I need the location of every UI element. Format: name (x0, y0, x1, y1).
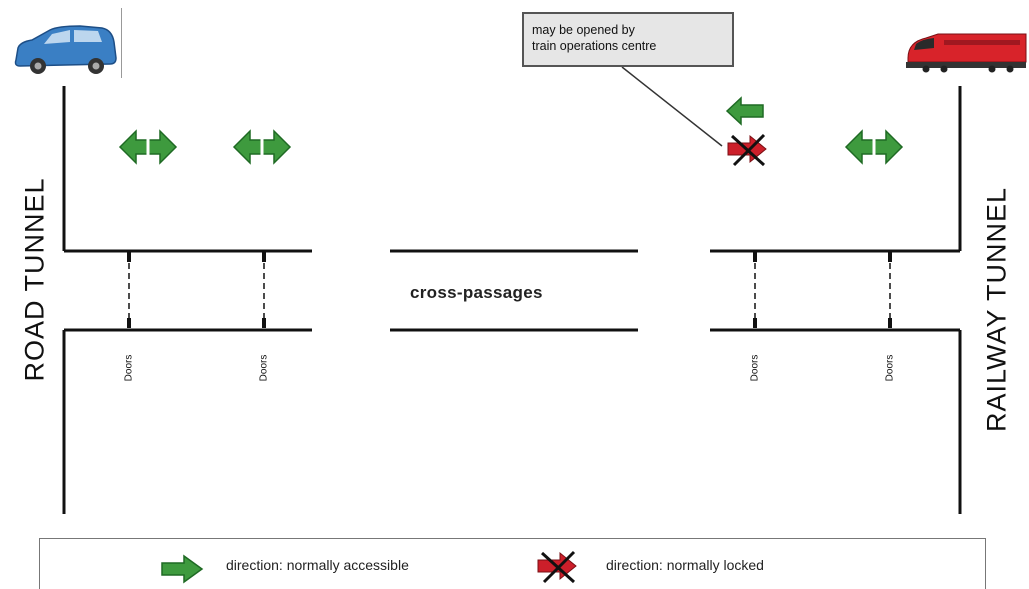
door-post-1a (127, 252, 131, 262)
door-post-4a (888, 252, 892, 262)
cross-passages-label: cross-passages (410, 283, 543, 302)
road-tunnel-label: ROAD TUNNEL (19, 177, 50, 382)
door-label: Doors (258, 354, 270, 382)
door-post-1b (127, 318, 131, 328)
left-arrow-icon (725, 96, 764, 126)
two-way-arrow-icon (232, 129, 292, 165)
door-post-2b (262, 318, 266, 328)
callout-line-2: train operations centre (532, 39, 657, 53)
locked-arrow-icon (537, 550, 577, 584)
car-divider (121, 8, 122, 78)
door-post-3b (753, 318, 757, 328)
legend-accessible-label: direction: normally accessible (226, 557, 409, 573)
door-label: Doors (123, 354, 135, 382)
car-icon (14, 25, 117, 74)
door-label: Doors (884, 354, 896, 382)
train-icon (906, 33, 1027, 73)
legend-locked-label: direction: normally locked (606, 557, 764, 573)
callout-box: may be opened by train operations centre (522, 12, 734, 67)
right-arrow-icon (161, 554, 204, 584)
legend-box: direction: normally accessible direction… (39, 538, 986, 589)
door-post-3a (753, 252, 757, 262)
door-label: Doors (749, 354, 761, 382)
two-way-arrow-icon (844, 129, 904, 165)
callout-leader-line (621, 66, 723, 147)
railway-tunnel-label: RAILWAY TUNNEL (981, 186, 1012, 433)
two-way-arrow-icon (118, 129, 178, 165)
callout-line-1: may be opened by (532, 23, 635, 37)
door-post-4b (888, 318, 892, 328)
locked-arrow-icon (727, 133, 767, 167)
door-post-2a (262, 252, 266, 262)
